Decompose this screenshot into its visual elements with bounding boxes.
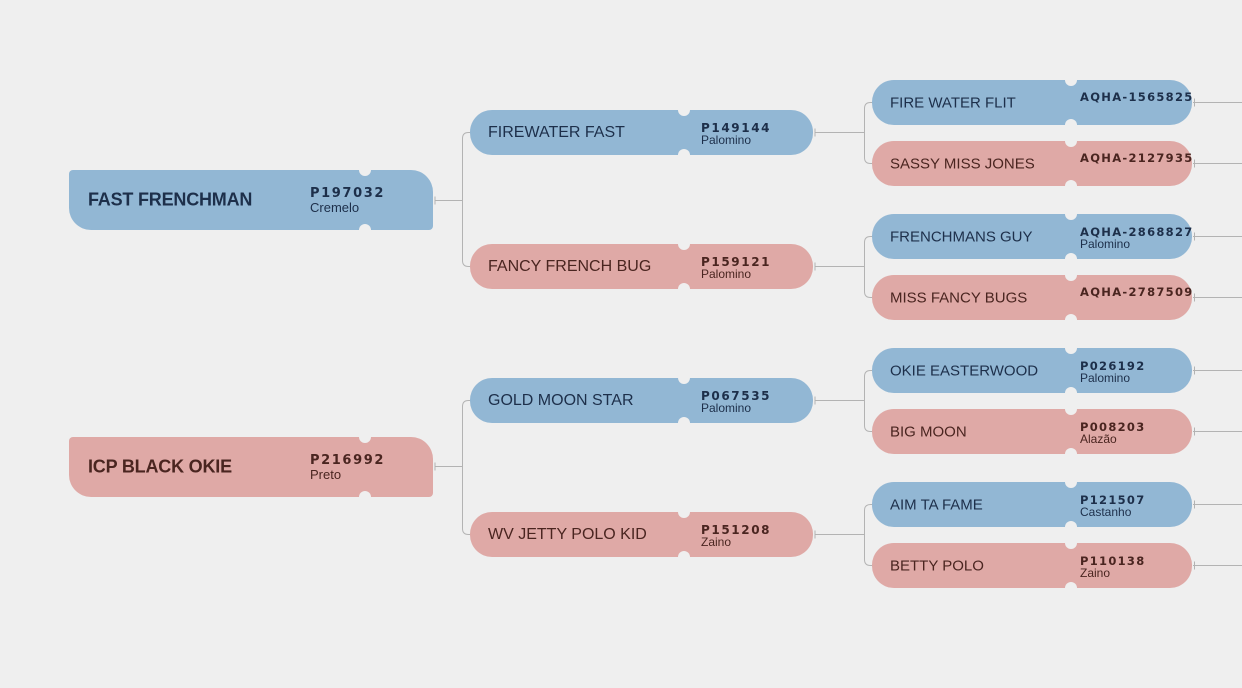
great-grandparent-card[interactable]: FRENCHMANS GUY AQHA-2868827 Palomino <box>872 208 1194 265</box>
coat-color: Cremelo <box>310 200 360 215</box>
registration-number: P067535 <box>701 389 772 403</box>
horse-name: WV JETTY POLO KID <box>488 525 647 543</box>
connector-bracket <box>864 370 872 432</box>
registration-number: P197032 <box>310 186 386 201</box>
horse-name: BIG MOON <box>890 423 967 440</box>
horse-name: ICP BLACK OKIE <box>88 456 232 477</box>
registration-number: P216992 <box>310 453 386 468</box>
coat-color: Palomino <box>701 401 752 415</box>
registration-number: AQHA-1565825 <box>1080 90 1194 104</box>
great-grandparent-card[interactable]: AIM TA FAME P121507 Castanho <box>872 476 1192 533</box>
horse-name: FIREWATER FAST <box>488 123 625 141</box>
parent-card-dam[interactable]: ICP BLACK OKIE P216992 Preto <box>69 431 433 503</box>
connector-bracket <box>864 504 872 566</box>
card-notch <box>678 283 690 295</box>
card-notch <box>678 238 690 250</box>
card-notch <box>1065 403 1077 415</box>
horse-name: FIRE WATER FLIT <box>890 94 1016 111</box>
card-notch <box>1065 269 1077 281</box>
coat-color: Preto <box>310 467 342 482</box>
card-notch <box>678 417 690 429</box>
horse-name: BETTY POLO <box>890 557 984 574</box>
coat-color: Palomino <box>1080 237 1131 251</box>
coat-color: Palomino <box>701 133 752 147</box>
card-notch <box>678 551 690 563</box>
registration-number: P026192 <box>1080 359 1146 373</box>
card-notch <box>1065 476 1077 488</box>
horse-name: GOLD MOON STAR <box>488 391 634 409</box>
connector-bracket <box>864 236 872 298</box>
grandparent-card[interactable]: WV JETTY POLO KID P151208 Zaino <box>470 506 813 563</box>
card-notch <box>1065 582 1077 594</box>
card-notch <box>1065 342 1077 354</box>
registration-number: P159121 <box>701 255 772 269</box>
registration-number: P151208 <box>701 523 772 537</box>
grandparent-card[interactable]: FANCY FRENCH BUG P159121 Palomino <box>470 238 813 295</box>
great-grandparent-card[interactable]: BIG MOON P008203 Alazão <box>872 403 1192 460</box>
card-notch <box>1065 537 1077 549</box>
card-notch <box>1065 253 1077 265</box>
card-notch <box>1065 314 1077 326</box>
coat-color: Zaino <box>701 535 732 549</box>
coat-color: Palomino <box>1080 371 1131 385</box>
card-notch <box>359 491 371 503</box>
horse-name: FAST FRENCHMAN <box>88 189 253 210</box>
connector-bracket <box>462 132 470 267</box>
connector-bracket <box>864 102 872 164</box>
horse-name: FANCY FRENCH BUG <box>488 257 652 275</box>
connector-bracket <box>462 400 470 535</box>
coat-color: Zaino <box>1080 566 1111 580</box>
card-notch <box>1065 208 1077 220</box>
grandparent-card[interactable]: FIREWATER FAST P149144 Palomino <box>470 104 813 161</box>
great-grandparent-card[interactable]: FIRE WATER FLIT AQHA-1565825 <box>872 74 1194 131</box>
coat-color: Palomino <box>701 267 752 281</box>
card-notch <box>1065 74 1077 86</box>
coat-color: Castanho <box>1080 505 1132 519</box>
card-notch <box>359 224 371 236</box>
horse-name: AIM TA FAME <box>890 496 983 513</box>
registration-number: P121507 <box>1080 493 1146 507</box>
horse-name: MISS FANCY BUGS <box>890 289 1028 306</box>
card-notch <box>1065 521 1077 533</box>
card-notch <box>1065 387 1077 399</box>
card-notch <box>678 372 690 384</box>
card-notch <box>1065 180 1077 192</box>
registration-number: P008203 <box>1080 420 1146 434</box>
registration-number: AQHA-2127935 <box>1080 151 1194 165</box>
registration-number: AQHA-2787509 <box>1080 285 1194 299</box>
great-grandparent-card[interactable]: SASSY MISS JONES AQHA-2127935 <box>872 135 1194 192</box>
great-grandparent-card[interactable]: OKIE EASTERWOOD P026192 Palomino <box>872 342 1192 399</box>
card-notch <box>1065 135 1077 147</box>
great-grandparent-card[interactable]: MISS FANCY BUGS AQHA-2787509 <box>872 269 1194 326</box>
horse-name: OKIE EASTERWOOD <box>890 362 1039 379</box>
card-notch <box>359 164 371 176</box>
card-notch <box>678 104 690 116</box>
horse-name: SASSY MISS JONES <box>890 155 1035 172</box>
registration-number: AQHA-2868827 <box>1080 225 1194 239</box>
parent-card-sire[interactable]: FAST FRENCHMAN P197032 Cremelo <box>69 164 433 236</box>
card-notch <box>1065 119 1077 131</box>
registration-number: P110138 <box>1080 554 1146 568</box>
card-notch <box>678 506 690 518</box>
card-notch <box>1065 448 1077 460</box>
great-grandparent-card[interactable]: BETTY POLO P110138 Zaino <box>872 537 1192 594</box>
registration-number: P149144 <box>701 121 772 135</box>
coat-color: Alazão <box>1080 432 1117 446</box>
card-notch <box>359 431 371 443</box>
grandparent-card[interactable]: GOLD MOON STAR P067535 Palomino <box>470 372 813 429</box>
horse-name: FRENCHMANS GUY <box>890 228 1033 245</box>
card-notch <box>678 149 690 161</box>
